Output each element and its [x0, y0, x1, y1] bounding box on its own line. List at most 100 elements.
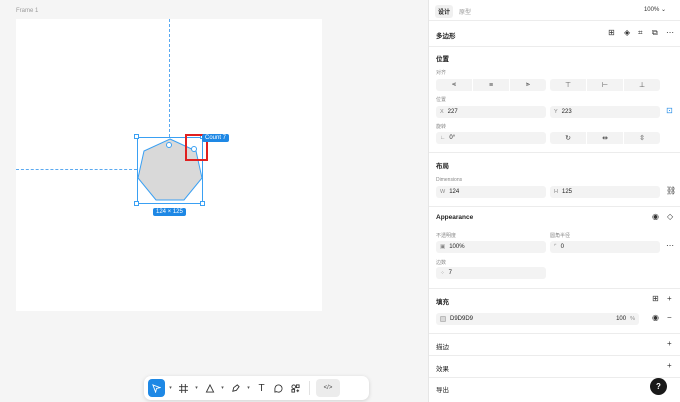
- tab-design[interactable]: 设计: [435, 5, 454, 18]
- vertical-guide: [169, 19, 170, 137]
- fill-opacity: 100: [616, 316, 627, 322]
- count-tag: Count 7: [202, 134, 230, 142]
- count-handle[interactable]: [191, 146, 197, 152]
- actions-tool-button[interactable]: [288, 379, 303, 397]
- opacity-field[interactable]: ▣ 100%: [436, 241, 546, 253]
- flip-vertical-button[interactable]: ⇳: [624, 132, 660, 144]
- add-stroke-icon[interactable]: +: [667, 339, 672, 348]
- text-tool-button[interactable]: T: [258, 382, 265, 394]
- eye-icon[interactable]: ◉: [652, 212, 659, 221]
- fill-hex: D9D9D9: [450, 316, 474, 322]
- blend-icon[interactable]: ◇: [667, 212, 674, 221]
- add-effect-icon[interactable]: +: [667, 361, 672, 370]
- rotation-label: 旋转: [436, 124, 447, 130]
- chevron-down-icon[interactable]: ▾: [247, 385, 250, 391]
- divider: [429, 377, 680, 378]
- frame-tool-button[interactable]: [176, 379, 191, 397]
- canvas-area[interactable]: Frame 1 Count 7 124 × 125 ▾ ▾ ▾ ▾ T: [0, 0, 428, 402]
- horizontal-guide: [16, 169, 137, 170]
- layer-title: 多边形: [436, 33, 456, 40]
- fill-swatch[interactable]: [440, 316, 446, 322]
- dev-mode-toggle[interactable]: </>: [316, 379, 340, 397]
- chevron-down-icon[interactable]: ▾: [195, 385, 198, 391]
- move-tool-button[interactable]: [148, 379, 165, 397]
- angle-icon: ∟: [440, 135, 446, 141]
- x-field[interactable]: X 227: [436, 106, 546, 118]
- zoom-value: 100%: [643, 7, 660, 13]
- triangle-icon: [205, 383, 214, 393]
- selection-box[interactable]: [137, 137, 203, 204]
- opacity-icon: ▣: [440, 244, 446, 250]
- corner-radius-icon: ⌜: [554, 244, 557, 250]
- pen-tool-button[interactable]: [228, 379, 243, 397]
- component-icon[interactable]: ◈: [624, 28, 631, 37]
- divider: [429, 288, 680, 289]
- divider: [429, 46, 680, 47]
- radius-field[interactable]: ⌜ 0: [550, 241, 660, 253]
- toolbar-divider: [309, 381, 310, 395]
- divider: [429, 152, 680, 153]
- resize-handle-tl[interactable]: [134, 134, 139, 139]
- zoom-dropdown[interactable]: 100% ⌄: [644, 6, 666, 13]
- appearance-title: Appearance: [436, 214, 474, 221]
- w-prefix: W: [440, 189, 446, 195]
- comment-tool-button[interactable]: [271, 379, 286, 397]
- remove-fill-icon[interactable]: −: [667, 313, 672, 322]
- align-left-button[interactable]: ⫷: [436, 79, 472, 91]
- fill-row[interactable]: D9D9D9 100 %: [436, 313, 639, 325]
- frame-label[interactable]: Frame 1: [16, 8, 39, 14]
- radius-value: 0: [560, 244, 564, 250]
- width-field[interactable]: W 124: [436, 186, 546, 198]
- tab-prototype[interactable]: 原型: [459, 10, 472, 16]
- effects-title: 效果: [436, 366, 449, 373]
- align-label: 对齐: [436, 70, 447, 76]
- align-hcenter-button[interactable]: ≡: [473, 79, 509, 91]
- radius-label: 圆角半径: [550, 233, 571, 239]
- y-field[interactable]: Y 223: [550, 106, 660, 118]
- grid-icon[interactable]: ⊞: [608, 28, 615, 37]
- chevron-down-icon[interactable]: ▾: [221, 385, 224, 391]
- height-field[interactable]: H 125: [550, 186, 660, 198]
- h-value: 125: [561, 189, 572, 195]
- eye-icon[interactable]: ◉: [652, 313, 659, 322]
- opacity-value: 100%: [449, 244, 465, 250]
- count-field[interactable]: ⁘ 7: [436, 267, 546, 279]
- comment-icon: [274, 384, 283, 393]
- layout-title: 布局: [436, 163, 449, 170]
- rotate-button[interactable]: ↻: [550, 132, 586, 144]
- radius-handle[interactable]: [166, 142, 172, 148]
- position-label: 位置: [436, 97, 447, 103]
- align-top-button[interactable]: ⊤: [550, 79, 586, 91]
- flip-horizontal-button[interactable]: ⇹: [587, 132, 623, 144]
- shape-tool-button[interactable]: [202, 379, 217, 397]
- y-prefix: Y: [554, 109, 558, 115]
- properties-panel: 设计 原型 100% ⌄ 多边形 ⊞ ◈ ⌗ ⧉ ⋯ 位置 对齐 ⫷ ≡ ⫸ ⊤…: [428, 0, 680, 402]
- more-icon[interactable]: ⋯: [666, 28, 674, 37]
- mask-icon[interactable]: ⧉: [652, 28, 658, 37]
- align-right-button[interactable]: ⫸: [510, 79, 546, 91]
- help-button[interactable]: ?: [650, 378, 667, 395]
- styles-icon[interactable]: ⊞: [652, 294, 659, 303]
- bottom-toolbar: ▾ ▾ ▾ ▾ T </>: [144, 376, 369, 400]
- crop-icon[interactable]: ⌗: [638, 28, 643, 37]
- divider: [429, 206, 680, 207]
- fill-title: 填充: [436, 299, 449, 306]
- chevron-down-icon[interactable]: ▾: [169, 385, 172, 391]
- resize-handle-br[interactable]: [200, 201, 205, 206]
- resize-handle-bl[interactable]: [134, 201, 139, 206]
- align-bottom-button[interactable]: ⊥: [624, 79, 660, 91]
- cursor-icon: [152, 383, 161, 393]
- h-prefix: H: [554, 189, 558, 195]
- more-options-icon[interactable]: ⋯: [666, 241, 674, 250]
- rotation-value: 0°: [449, 135, 456, 141]
- add-fill-icon[interactable]: +: [667, 294, 672, 303]
- constraints-icon[interactable]: ⊡: [666, 106, 673, 115]
- highlight-box: [185, 134, 208, 161]
- align-vcenter-button[interactable]: ⊢: [587, 79, 623, 91]
- panel-tabs: 设计 原型: [435, 5, 474, 18]
- dimensions-label: Dimensions: [436, 177, 463, 183]
- rotation-field[interactable]: ∟ 0°: [436, 132, 546, 144]
- constrain-proportions-icon[interactable]: ⛓: [666, 186, 677, 195]
- x-value: 227: [447, 109, 458, 115]
- size-tag: 124 × 125: [153, 208, 186, 216]
